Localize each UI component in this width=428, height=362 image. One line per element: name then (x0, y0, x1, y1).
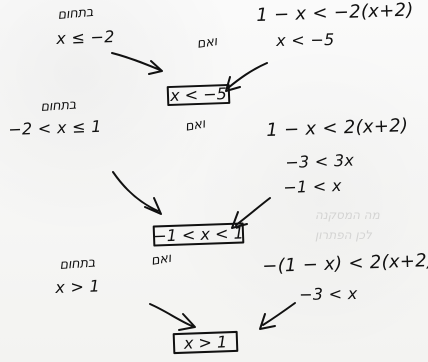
result-box-bottom: x > 1 (172, 330, 239, 355)
result-box-middle: −1 < x < 1 (152, 222, 245, 247)
case-label-middle: ואם (183, 116, 207, 135)
reduced-top: x < −5 (275, 29, 335, 50)
arrow-middle-left (112, 171, 162, 215)
arrow-top-right (225, 62, 268, 92)
arrow-bottom-left (149, 303, 196, 331)
inequality-bottom: −(1 − x) < 2(x+2) (261, 249, 428, 277)
result-box-top: x < −5 (166, 83, 231, 107)
case-label-top: ואם (195, 34, 219, 52)
domain-label-middle: בתחום (39, 97, 77, 115)
faint-background-text-1: מה המסקנה (315, 208, 380, 222)
step-middle-1: −3 < 3x (284, 150, 355, 172)
condition-middle: −2 < x ≤ 1 (7, 116, 102, 139)
step-middle-2: −1 < x (282, 175, 342, 197)
arrow-top-left (111, 52, 163, 75)
faint-background-text-2: לכן הפתרון (315, 228, 372, 242)
domain-label-bottom: בתחום (58, 255, 96, 273)
case-label-bottom: ואם (149, 250, 173, 269)
inequality-top: 1 − x < −2(x+2) (255, 0, 414, 26)
condition-bottom: x > 1 (54, 276, 101, 297)
arrow-bottom-right (259, 302, 296, 330)
domain-label-top: בתחום (56, 4, 94, 23)
inequality-middle: 1 − x < 2(x+2) (265, 115, 409, 141)
step-bottom-1: −3 < x (298, 283, 358, 304)
condition-top: x ≤ −2 (55, 26, 115, 48)
